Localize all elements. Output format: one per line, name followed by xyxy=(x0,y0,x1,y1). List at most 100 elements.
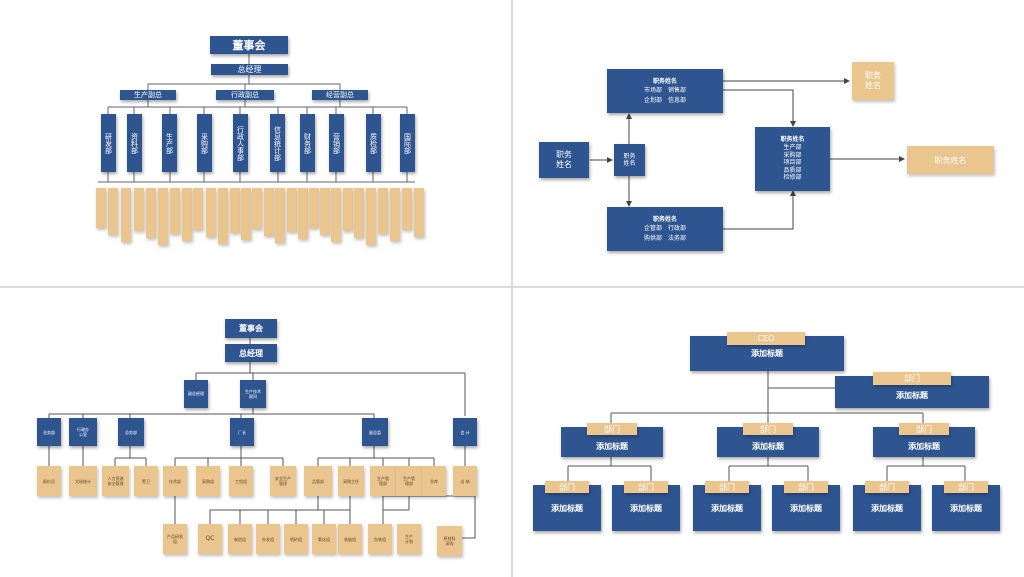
sub-unit-box[interactable] xyxy=(343,188,353,231)
left-position-box[interactable]: 职务 姓名 xyxy=(539,142,589,178)
level-3-box[interactable]: 总务部 xyxy=(118,418,144,446)
sub-unit-box[interactable] xyxy=(252,188,262,229)
level-4-box[interactable]: 生产管 理部 xyxy=(370,466,396,496)
level-5-box[interactable]: 产品研发 组 xyxy=(163,524,187,554)
dept-finance[interactable]: 财务部 xyxy=(300,114,315,172)
level-4-box[interactable]: 安全生产 管理 xyxy=(270,466,296,496)
dept-stats[interactable]: 信息统计部 xyxy=(270,114,285,172)
low-dept-label[interactable]: 部门 xyxy=(545,481,589,493)
level-5-box[interactable]: 包装组 xyxy=(368,524,392,554)
sub-unit-box[interactable] xyxy=(287,188,297,232)
mid-dept-label[interactable]: 部门 xyxy=(743,423,793,435)
low-dept-label[interactable]: 部门 xyxy=(865,481,909,493)
dept-rd[interactable]: 研发部 xyxy=(101,114,116,172)
sub-unit-box[interactable] xyxy=(309,188,319,228)
sub-unit-box[interactable] xyxy=(121,188,131,242)
s3-tech-advisor-box[interactable]: 生产技术 顾问 xyxy=(240,380,266,408)
level-4-box[interactable]: 生产管 理部 xyxy=(396,466,422,496)
level-4-box[interactable]: 文秘统计 xyxy=(69,466,97,496)
level-4-box[interactable]: 工程组 xyxy=(229,466,253,496)
sub-unit-box[interactable] xyxy=(170,188,180,234)
level-5-box[interactable]: 制造组 xyxy=(228,524,252,554)
sub-unit-box[interactable] xyxy=(206,188,216,237)
level-5-box[interactable]: 生产 计划 xyxy=(397,524,421,554)
level-3-box[interactable]: 副总监 xyxy=(362,418,388,446)
s3-board-box[interactable]: 董事会 xyxy=(225,319,277,338)
dept-purchasing[interactable]: 采购部 xyxy=(197,114,212,172)
sub-unit-box[interactable] xyxy=(354,188,364,238)
low-dept-label[interactable]: 部门 xyxy=(705,481,749,493)
level-4-box[interactable]: 采购组 xyxy=(196,466,220,496)
sub-unit-box[interactable] xyxy=(264,188,274,236)
gm-box[interactable]: 总经理 xyxy=(211,64,288,75)
slide-4-org-chart[interactable]: CEO 添加标题 部门 添加标题 部门添加标题部门添加标题部门添加标题 部门添加… xyxy=(513,288,1024,577)
level-4-box[interactable]: 品管部 xyxy=(304,466,332,496)
slide-1-org-chart[interactable]: 董事会 总经理 生产副总 行政副总 经营副总 研发部 资料部 生产部 采购部 行… xyxy=(0,0,511,286)
dept-intl[interactable]: 国际部 xyxy=(400,114,415,172)
sub-unit-box[interactable] xyxy=(134,188,144,231)
level-4-box[interactable]: 人力资源 安全管理 xyxy=(102,466,129,496)
s3-deputy-gm-box[interactable]: 副总经理 xyxy=(184,380,208,408)
sub-unit-box[interactable] xyxy=(146,188,156,238)
level-5-box[interactable]: 装嵌组 xyxy=(338,524,362,554)
sub-unit-box[interactable] xyxy=(108,188,118,235)
dept-data[interactable]: 资料部 xyxy=(127,114,142,172)
slide-2-flow-chart[interactable]: 职务 姓名 职务 姓名 职务姓名 市场部 销售部 企划部 信息部 职务姓名 企管… xyxy=(513,0,1024,286)
mid-dept-label[interactable]: 部门 xyxy=(899,423,949,435)
sub-unit-box[interactable] xyxy=(378,188,388,234)
level-4-box[interactable]: 仓库 xyxy=(422,466,446,496)
sub-unit-box[interactable] xyxy=(402,188,412,230)
dept-qc[interactable]: 质检部 xyxy=(366,114,381,172)
low-dept-title: 添加标题 xyxy=(790,504,822,513)
low-dept-label[interactable]: 部门 xyxy=(624,481,668,493)
low-dept-label[interactable]: 部门 xyxy=(944,481,988,493)
sub-unit-box[interactable] xyxy=(275,188,285,243)
dept-hr[interactable]: 行政人事部 xyxy=(233,114,248,172)
sub-unit-box[interactable] xyxy=(331,188,341,242)
bottom-position-box[interactable]: 职务姓名 企管部 行政部 购供部 法务部 xyxy=(607,207,723,251)
sub-unit-box[interactable] xyxy=(193,188,203,230)
dept-marketing[interactable]: 营销部 xyxy=(329,114,344,172)
level-4-box[interactable]: 采购主任 xyxy=(338,466,364,496)
level-4-box[interactable]: 警卫 xyxy=(134,466,158,496)
level-5-box[interactable]: 外发组 xyxy=(256,524,280,554)
vp-business-box[interactable]: 经营副总 xyxy=(312,90,368,100)
level-5-box[interactable]: QC xyxy=(198,524,222,554)
sub-unit-box[interactable] xyxy=(230,188,240,233)
level-3-box[interactable]: 行政办 公室 xyxy=(69,418,97,446)
sub-unit-box[interactable] xyxy=(241,188,251,240)
level-5-box[interactable]: 氧化组 xyxy=(312,524,336,554)
s3-gm-box[interactable]: 总经理 xyxy=(225,344,277,362)
board-box[interactable]: 董事会 xyxy=(210,36,288,54)
level-4-box[interactable]: 出 纳 xyxy=(453,466,477,496)
ceo-label[interactable]: CEO xyxy=(727,332,805,345)
sub-unit-box[interactable] xyxy=(390,188,400,241)
level-3-box[interactable]: 业务部 xyxy=(37,418,61,446)
center-position-box[interactable]: 职务 姓名 xyxy=(614,144,645,176)
gold-top-position-box[interactable]: 职务 姓名 xyxy=(852,62,894,100)
sub-unit-box[interactable] xyxy=(96,188,106,228)
low-dept-label[interactable]: 部门 xyxy=(784,481,828,493)
vp-admin-box[interactable]: 行政副总 xyxy=(216,90,274,100)
top-position-box[interactable]: 职务姓名 市场部 销售部 企划部 信息部 xyxy=(607,69,723,113)
sub-unit-box[interactable] xyxy=(182,188,192,241)
side-dept-label[interactable]: 部门 xyxy=(873,372,951,385)
sub-unit-box[interactable] xyxy=(320,188,330,235)
slide-3-org-chart[interactable]: 董事会 总经理 副总经理 生产技术 顾问 业务部行政办 公室总务部 厂长 副总监 会 … xyxy=(0,288,511,577)
level-3-box[interactable]: 厂长 xyxy=(230,418,254,446)
right-position-box[interactable]: 职务姓名 生产部 采购部 项目部 品质部 检修部 xyxy=(755,127,830,191)
dept-production[interactable]: 生产部 xyxy=(162,114,177,172)
sub-unit-box[interactable] xyxy=(366,188,376,245)
gold-right-position-box[interactable]: 职务姓名 xyxy=(907,146,994,174)
sub-unit-box[interactable] xyxy=(414,188,424,237)
vp-production-box[interactable]: 生产副总 xyxy=(120,90,176,100)
level-3-box[interactable]: 会 计 xyxy=(453,418,477,446)
level-4-box[interactable]: 技术部 xyxy=(163,466,187,496)
sub-unit-box[interactable] xyxy=(298,188,308,239)
level-5-box[interactable]: 原材料 采购 xyxy=(437,526,462,556)
level-4-box[interactable]: 报价员 xyxy=(37,466,61,496)
sub-unit-box[interactable] xyxy=(218,188,228,244)
mid-dept-label[interactable]: 部门 xyxy=(587,423,637,435)
sub-unit-box[interactable] xyxy=(158,188,168,245)
level-5-box[interactable]: 喷砂组 xyxy=(284,524,308,554)
